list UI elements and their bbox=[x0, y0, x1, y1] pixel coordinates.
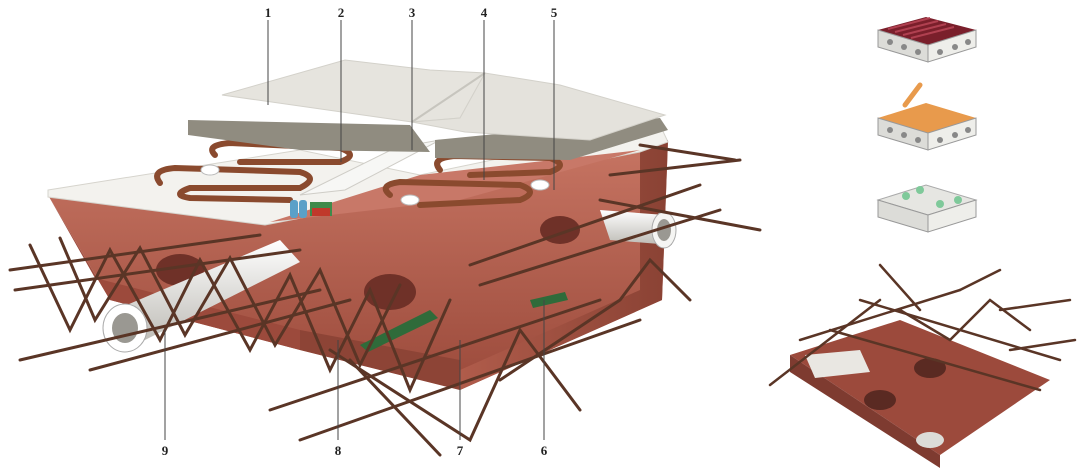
conduit-right bbox=[600, 210, 677, 249]
callout-2: 2 bbox=[338, 5, 345, 20]
conduit-cross-module-icon bbox=[876, 184, 978, 233]
callout-leaders bbox=[164, 20, 555, 440]
callout-7: 7 bbox=[457, 443, 464, 458]
radiant-panel-module-icon bbox=[877, 17, 977, 63]
callout-8: 8 bbox=[335, 443, 342, 458]
callout-3: 3 bbox=[409, 5, 416, 20]
callout-5: 5 bbox=[551, 5, 558, 20]
callout-labels: 1 2 3 4 5 6 7 8 9 bbox=[162, 5, 558, 458]
slab-underside-view-icon bbox=[768, 263, 1077, 468]
cable-channel bbox=[290, 139, 441, 218]
callout-4: 4 bbox=[481, 5, 488, 20]
callout-6: 6 bbox=[541, 443, 548, 458]
floor-finish-slabs bbox=[221, 59, 667, 141]
callout-1: 1 bbox=[265, 5, 272, 20]
callout-9: 9 bbox=[162, 443, 169, 458]
insulation-board-module-icon bbox=[877, 82, 977, 151]
cable-tray bbox=[360, 292, 568, 352]
rebar-lattice bbox=[8, 143, 762, 457]
